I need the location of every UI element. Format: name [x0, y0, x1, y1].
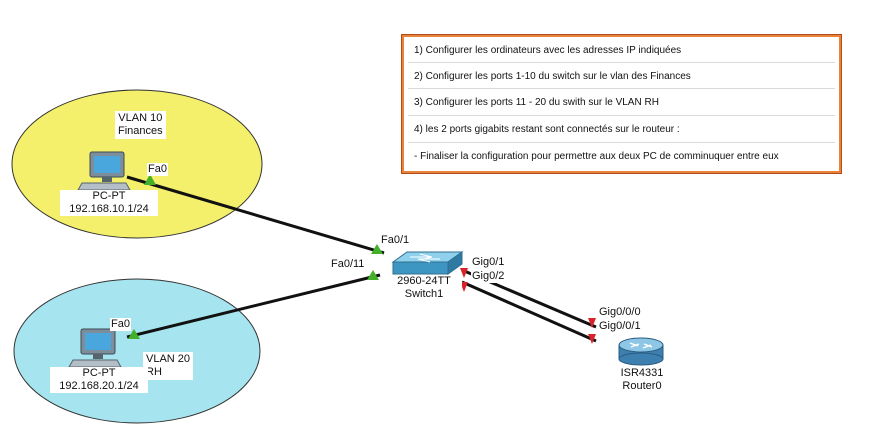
cable-pc2-switch[interactable] [126, 273, 381, 339]
router-model: ISR4331 [620, 367, 664, 379]
switch-model: 2960-24TT [397, 275, 451, 287]
link-status-rt-gig001 [588, 334, 596, 344]
cable-pc1-switch[interactable] [126, 175, 385, 255]
link-status-pc2 [128, 329, 140, 339]
pc1-model: PC-PT [92, 190, 126, 202]
pc1-ip: 192.168.10.1/24 [69, 203, 149, 215]
vlan20-label-line1: VLAN 20 [146, 353, 191, 365]
pc1-computer-icon[interactable] [77, 151, 131, 191]
task-item: 3) Configurer les ports 11 - 20 du swith… [414, 97, 659, 108]
link-status-sw-gig01 [460, 268, 468, 278]
task-separator [408, 142, 835, 143]
pc1-port-label: Fa0 [147, 163, 168, 176]
vlan10-label-line2: Finances [118, 125, 163, 137]
cable-gig02-router[interactable] [461, 280, 597, 343]
task-separator [408, 62, 835, 63]
task-item: 1) Configurer les ordinateurs avec les a… [414, 45, 682, 56]
switch-port-fa01-label: Fa0/1 [380, 234, 411, 247]
pc2-computer-icon[interactable] [68, 328, 122, 368]
switch-port-gig02-label: Gig0/2 [471, 270, 506, 283]
switch-port-fa011-label: Fa0/11 [330, 258, 366, 271]
switch-label: 2960-24TT Switch1 [386, 275, 462, 301]
task-item: 2) Configurer les ports 1-10 du switch s… [414, 71, 691, 82]
router-port-gig001-label: Gig0/0/1 [598, 320, 642, 333]
vlan20-zone [13, 278, 261, 424]
link-status-sw-gig02 [460, 282, 468, 292]
vlan10-label: VLAN 10 Finances [115, 111, 166, 139]
task-instructions-box: 1) Configurer les ordinateurs avec les a… [401, 34, 842, 174]
vlan10-label-line1: VLAN 10 [118, 112, 163, 124]
router-port-gig000-label: Gig0/0/0 [598, 306, 642, 319]
task-separator [408, 88, 835, 89]
link-status-rt-gig000 [588, 318, 596, 328]
switch-name: Switch1 [404, 288, 444, 300]
vlan20-label: VLAN 20 RH [143, 352, 194, 380]
pc2-model: PC-PT [82, 367, 116, 379]
pc2-label: PC-PT 192.168.20.1/24 [50, 367, 148, 393]
pc2-port-label: Fa0 [110, 318, 131, 331]
switch-port-gig01-label: Gig0/1 [471, 256, 506, 269]
task-separator [408, 115, 835, 116]
router-icon[interactable] [618, 337, 664, 366]
task-item: 4) les 2 ports gigabits restant sont con… [414, 124, 680, 135]
pc2-ip: 192.168.20.1/24 [59, 380, 139, 392]
vlan20-label-line2: RH [146, 366, 162, 378]
router-label: ISR4331 Router0 [609, 367, 675, 393]
link-status-sw-fa01 [371, 244, 383, 254]
switch-icon[interactable] [391, 251, 464, 275]
task-item: - Finaliser la configuration pour permet… [414, 151, 779, 162]
pc1-label: PC-PT 192.168.10.1/24 [60, 190, 158, 216]
router-name: Router0 [622, 380, 662, 392]
link-status-pc1 [144, 174, 156, 185]
link-status-sw-fa011 [367, 270, 379, 280]
